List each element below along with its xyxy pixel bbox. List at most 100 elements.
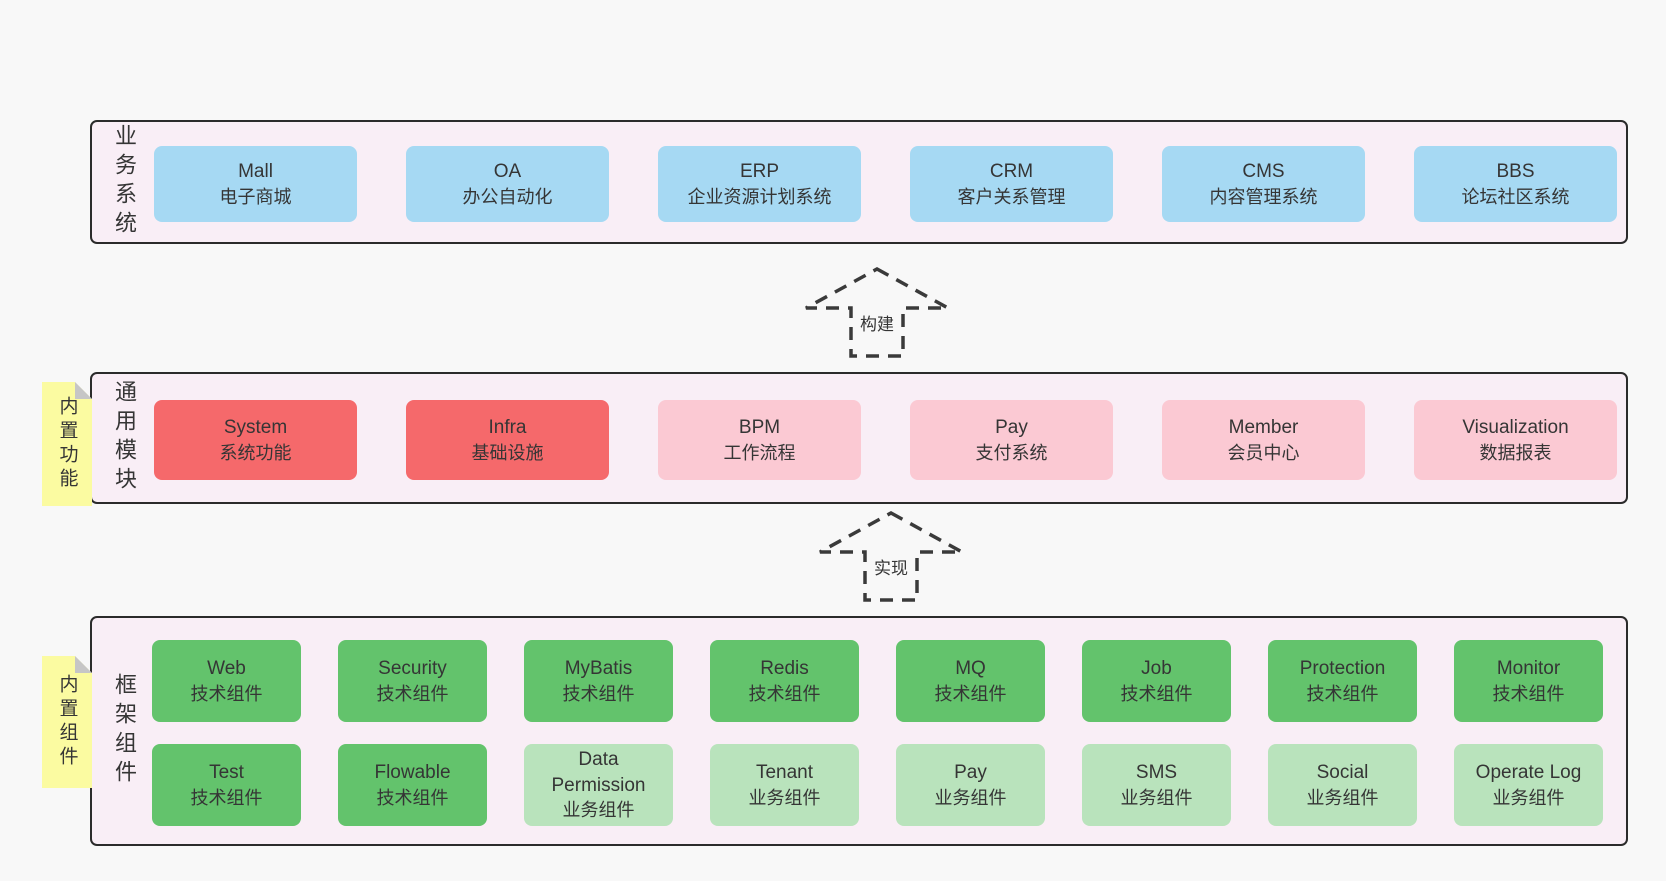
box-redis: Redis 技术组件 bbox=[710, 640, 859, 722]
box-flowable: Flowable 技术组件 bbox=[338, 744, 487, 826]
box-subtitle: 技术组件 bbox=[1492, 683, 1565, 704]
box-subtitle: 业务组件 bbox=[748, 787, 821, 808]
box-subtitle: 技术组件 bbox=[1306, 683, 1379, 704]
box-social: Social 业务组件 bbox=[1268, 744, 1417, 826]
box-title: Flowable bbox=[374, 762, 451, 784]
builtin-components-label: 内置组件 bbox=[56, 674, 78, 770]
box-subtitle: 业务组件 bbox=[1306, 787, 1379, 808]
box-subtitle: 客户关系管理 bbox=[957, 186, 1066, 207]
business-systems-section: 业务系统 Mall 电子商城 OA 办公自动化 ERP 企业资源计划系统 CRM… bbox=[90, 120, 1628, 244]
box-erp: ERP 企业资源计划系统 bbox=[658, 146, 861, 222]
box-title: ERP bbox=[739, 161, 780, 183]
box-subtitle: 业务组件 bbox=[1120, 787, 1193, 808]
box-pay-component: Pay 业务组件 bbox=[896, 744, 1045, 826]
implement-arrow: 实现 bbox=[816, 510, 966, 604]
box-data-permission: Data Permission 业务组件 bbox=[524, 744, 673, 826]
box-subtitle: 电子商城 bbox=[219, 186, 292, 207]
box-mybatis: MyBatis 技术组件 bbox=[524, 640, 673, 722]
box-subtitle: 论坛社区系统 bbox=[1461, 186, 1570, 207]
business-systems-row: Mall 电子商城 OA 办公自动化 ERP 企业资源计划系统 CRM 客户关系… bbox=[154, 146, 1617, 222]
box-title: Test bbox=[209, 762, 244, 784]
box-visualization: Visualization 数据报表 bbox=[1414, 400, 1617, 480]
framework-components-label: 框架组件 bbox=[112, 673, 137, 789]
box-web: Web 技术组件 bbox=[152, 640, 301, 722]
box-title: Protection bbox=[1299, 658, 1386, 680]
box-tenant: Tenant 业务组件 bbox=[710, 744, 859, 826]
box-subtitle: 技术组件 bbox=[934, 683, 1007, 704]
box-title: System bbox=[223, 417, 288, 439]
box-title: SMS bbox=[1135, 762, 1178, 784]
sticky-note bbox=[42, 656, 92, 788]
build-arrow-label: 构建 bbox=[858, 310, 896, 335]
box-title: BPM bbox=[738, 417, 781, 439]
box-subtitle: 工作流程 bbox=[723, 442, 796, 463]
box-title: Monitor bbox=[1496, 658, 1561, 680]
box-subtitle: 会员中心 bbox=[1227, 442, 1300, 463]
box-title: Job bbox=[1141, 658, 1172, 680]
sticky-note bbox=[42, 382, 92, 506]
box-subtitle: 基础设施 bbox=[471, 442, 544, 463]
builtin-features-note: 内置功能 bbox=[42, 382, 92, 506]
common-modules-section: 内置功能 通用模块 System 系统功能 Infra 基础设施 BPM 工作流… bbox=[90, 372, 1628, 504]
box-title: Social bbox=[1316, 762, 1369, 784]
box-pay-system: Pay 支付系统 bbox=[910, 400, 1113, 480]
box-title: MyBatis bbox=[564, 658, 633, 680]
box-subtitle: 技术组件 bbox=[562, 683, 635, 704]
box-mq: MQ 技术组件 bbox=[896, 640, 1045, 722]
framework-components-section: 内置组件 框架组件 Web 技术组件 Security 技术组件 MyBatis… bbox=[90, 616, 1628, 846]
box-subtitle: 数据报表 bbox=[1479, 442, 1552, 463]
box-subtitle: 企业资源计划系统 bbox=[687, 186, 832, 207]
box-subtitle: 技术组件 bbox=[748, 683, 821, 704]
box-title: Security bbox=[378, 658, 447, 680]
box-title: MQ bbox=[955, 658, 986, 680]
box-operate-log: Operate Log 业务组件 bbox=[1454, 744, 1603, 826]
box-sms: SMS 业务组件 bbox=[1082, 744, 1231, 826]
box-subtitle: 支付系统 bbox=[975, 442, 1048, 463]
box-title: Web bbox=[207, 658, 246, 680]
box-title: OA bbox=[493, 161, 522, 183]
box-title: Visualization bbox=[1462, 417, 1569, 439]
box-oa: OA 办公自动化 bbox=[406, 146, 609, 222]
box-job: Job 技术组件 bbox=[1082, 640, 1231, 722]
note-fold-corner-icon bbox=[75, 656, 92, 673]
up-arrow-dashed-icon bbox=[805, 267, 949, 358]
box-subtitle: 内容管理系统 bbox=[1209, 186, 1318, 207]
implement-arrow-label: 实现 bbox=[872, 554, 910, 579]
box-bpm: BPM 工作流程 bbox=[658, 400, 861, 480]
box-subtitle: 技术组件 bbox=[190, 683, 263, 704]
box-title: Redis bbox=[760, 658, 809, 680]
build-arrow: 构建 bbox=[802, 266, 952, 360]
framework-row-2: Test 技术组件 Flowable 技术组件 Data Permission … bbox=[152, 744, 1603, 826]
box-title: Operate Log bbox=[1475, 762, 1582, 784]
box-subtitle: 技术组件 bbox=[1120, 683, 1193, 704]
box-title: CRM bbox=[989, 161, 1034, 183]
common-modules-label: 通用模块 bbox=[112, 380, 137, 496]
box-monitor: Monitor 技术组件 bbox=[1454, 640, 1603, 722]
box-subtitle: 办公自动化 bbox=[462, 186, 553, 207]
box-title: Tenant bbox=[755, 762, 814, 784]
box-system: System 系统功能 bbox=[154, 400, 357, 480]
box-crm: CRM 客户关系管理 bbox=[910, 146, 1113, 222]
box-title: Infra bbox=[488, 417, 527, 439]
box-title: Pay bbox=[995, 417, 1028, 439]
box-cms: CMS 内容管理系统 bbox=[1162, 146, 1365, 222]
box-subtitle: 技术组件 bbox=[190, 787, 263, 808]
framework-row-1: Web 技术组件 Security 技术组件 MyBatis 技术组件 Redi… bbox=[152, 640, 1603, 722]
box-subtitle: 系统功能 bbox=[219, 442, 292, 463]
box-subtitle: 业务组件 bbox=[562, 800, 635, 821]
box-title: BBS bbox=[1496, 161, 1535, 183]
builtin-features-label: 内置功能 bbox=[56, 396, 78, 492]
box-title: Member bbox=[1228, 417, 1299, 439]
box-mall: Mall 电子商城 bbox=[154, 146, 357, 222]
builtin-components-note: 内置组件 bbox=[42, 656, 92, 788]
box-test: Test 技术组件 bbox=[152, 744, 301, 826]
box-subtitle: 技术组件 bbox=[376, 683, 449, 704]
box-subtitle: 技术组件 bbox=[376, 787, 449, 808]
box-subtitle: 业务组件 bbox=[934, 787, 1007, 808]
box-title: CMS bbox=[1242, 161, 1285, 183]
box-bbs: BBS 论坛社区系统 bbox=[1414, 146, 1617, 222]
box-title: Pay bbox=[954, 762, 987, 784]
box-title: Mall bbox=[238, 161, 273, 183]
box-title: Data Permission bbox=[551, 749, 646, 796]
